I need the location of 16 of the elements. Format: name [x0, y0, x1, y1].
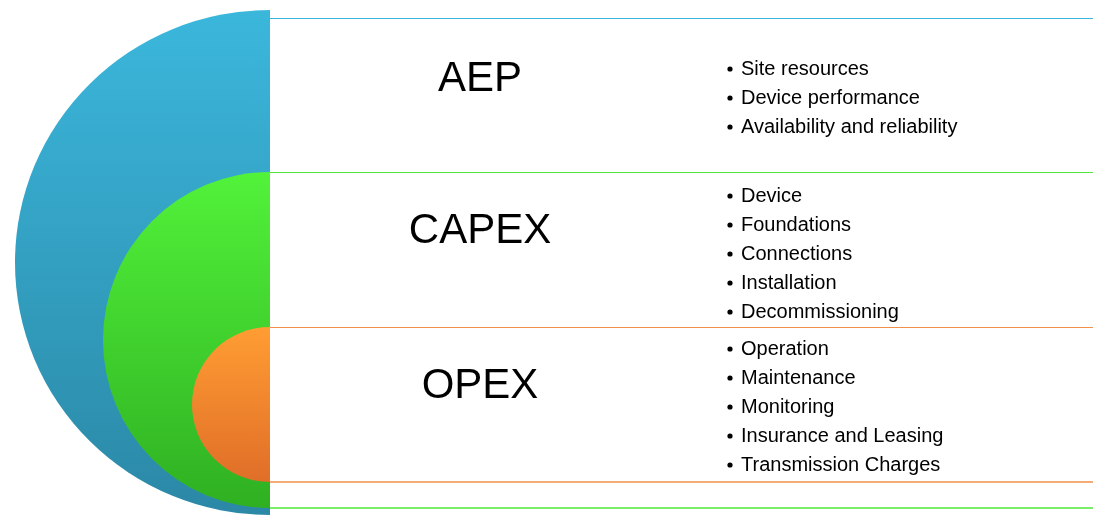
- bullet-item: Availability and reliability: [741, 114, 958, 139]
- bullet-item: Transmission Charges: [741, 452, 941, 477]
- band-heading: CAPEX: [408, 205, 552, 253]
- bullet-item: Insurance and Leasing: [741, 423, 944, 448]
- bullet-item: Device performance: [741, 85, 920, 110]
- bullet-item: Foundations: [741, 212, 852, 237]
- band-heading: OPEX: [421, 360, 539, 408]
- bullet-item: Installation: [741, 270, 837, 295]
- bullet-item: Device: [741, 183, 803, 208]
- bullet-item: Connections: [741, 241, 853, 266]
- bullet-item: Monitoring: [741, 394, 835, 419]
- bullet-item: Site resources: [741, 56, 869, 81]
- bullet-item: Maintenance: [741, 365, 856, 390]
- bullet-item: Operation: [741, 336, 829, 361]
- bullet-item: Decommissioning: [741, 299, 899, 324]
- band-heading: AEP: [438, 53, 522, 101]
